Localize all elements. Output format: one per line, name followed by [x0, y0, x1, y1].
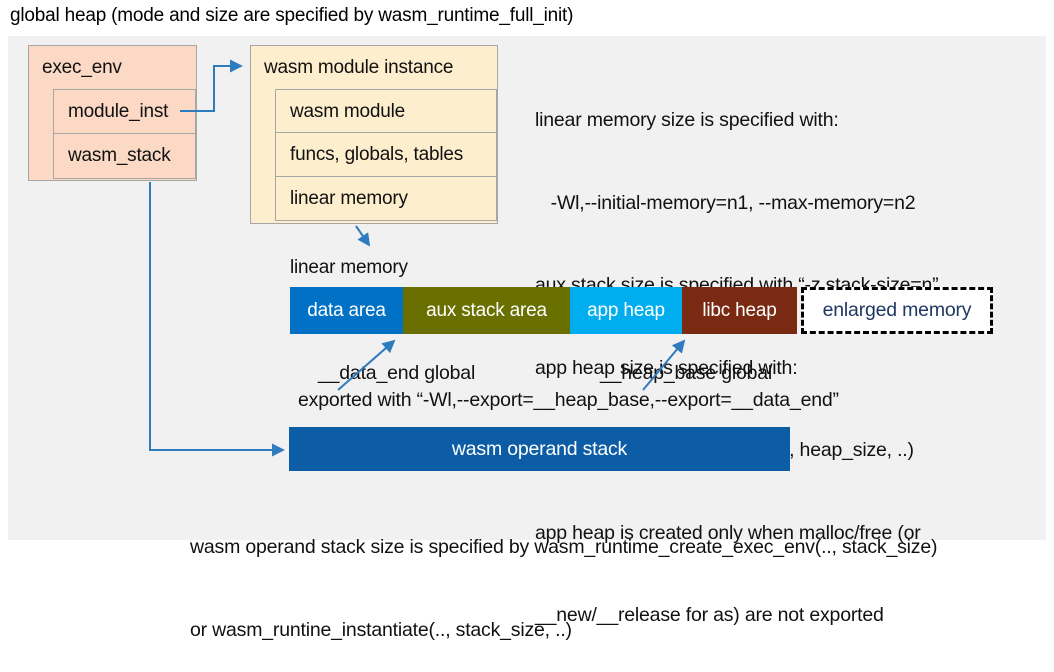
segment-label: libc heap — [702, 299, 777, 321]
exported-with-label: exported with “-Wl,--export=__heap_base,… — [298, 389, 839, 411]
exec-env-box: exec_env module_inst wasm_stack — [28, 45, 197, 181]
linear-memory-label: linear memory — [290, 257, 408, 278]
module-instance-row-funcs-globals-tables: funcs, globals, tables — [275, 132, 497, 177]
diagram-title: global heap (mode and size are specified… — [10, 5, 574, 26]
exec-env-row-wasm-stack: wasm_stack — [53, 133, 196, 179]
segment-label: aux stack area — [426, 299, 547, 321]
segment-label: data area — [307, 299, 386, 321]
note-line: -Wl,--initial-memory=n1, --max-memory=n2 — [535, 191, 916, 214]
note-line: wasm operand stack size is specified by … — [190, 536, 938, 558]
note-line: app heap size is specified with: — [535, 356, 798, 379]
module-instance-box: wasm module instance wasm module funcs, … — [250, 45, 498, 224]
segment-aux-stack-area: aux stack area — [403, 287, 570, 334]
module-instance-header: wasm module instance — [264, 57, 454, 78]
segment-app-heap: app heap — [570, 287, 682, 334]
heap-base-global-label: __heap_base global — [600, 362, 773, 384]
operand-stack-label: wasm operand stack — [451, 437, 628, 460]
linear-memory-bar: data area aux stack area app heap libc h… — [290, 287, 993, 334]
exec-env-row-module-inst: module_inst — [53, 88, 196, 135]
module-instance-row-linear-memory: linear memory — [275, 175, 497, 221]
notes-operand-stack: wasm operand stack size is specified by … — [190, 479, 937, 672]
segment-label: app heap — [587, 299, 665, 321]
segment-label: enlarged memory — [822, 299, 972, 321]
wasm-operand-stack-bar: wasm operand stack — [289, 427, 790, 471]
module-instance-row-wasm-module: wasm module — [275, 88, 497, 134]
data-end-global-label: __data_end global — [318, 362, 476, 384]
segment-enlarged-memory: enlarged memory — [801, 287, 993, 334]
note-line: linear memory size is specified with: — [535, 109, 839, 131]
exec-env-header: exec_env — [42, 57, 122, 78]
segment-libc-heap: libc heap — [682, 287, 797, 334]
note-line: or wasm_runtine_instantiate(.., stack_si… — [190, 618, 572, 641]
note-line: app heap is created only when malloc/fre… — [535, 521, 921, 544]
segment-data-area: data area — [290, 287, 403, 334]
